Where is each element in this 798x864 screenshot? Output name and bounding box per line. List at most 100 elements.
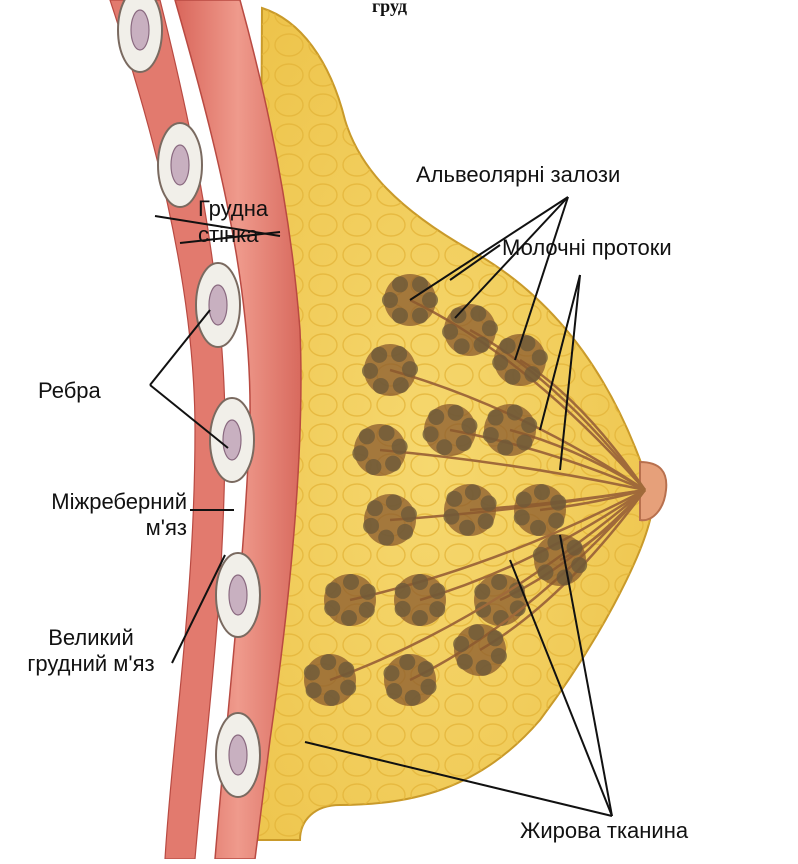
rib-marrow-3 bbox=[209, 285, 227, 325]
alveolus-9-3 bbox=[446, 491, 462, 507]
alveolus-2-4 bbox=[371, 347, 387, 363]
alveolus-14-2 bbox=[324, 690, 340, 706]
alveolus-11-6 bbox=[324, 600, 340, 616]
alveolus-1-4 bbox=[382, 292, 398, 308]
alveolus-11-1 bbox=[325, 582, 341, 598]
alveolus-1-1 bbox=[422, 292, 438, 308]
alveolus-11-4 bbox=[359, 602, 375, 618]
alveolus-9-2 bbox=[443, 509, 459, 525]
alveolus-7-2 bbox=[516, 434, 532, 450]
alveolus-10-2 bbox=[516, 492, 532, 508]
label-milk-ducts: Молочні протоки bbox=[502, 235, 672, 261]
alveolus-6-3 bbox=[456, 435, 472, 451]
alveolus-15-2 bbox=[386, 683, 402, 699]
alveolus-5-4 bbox=[385, 456, 401, 472]
alveolus-9-6 bbox=[478, 513, 494, 529]
label-chest-wall-line1: Грудна bbox=[198, 196, 268, 222]
rib-marrow-2 bbox=[171, 145, 189, 185]
alveolus-11-5 bbox=[341, 610, 357, 626]
alveolus-7-6 bbox=[507, 405, 523, 421]
alveolus-3-6 bbox=[474, 337, 490, 353]
rib-marrow-4 bbox=[223, 420, 241, 460]
label-ribs: Ребра bbox=[38, 378, 101, 404]
label-intercostal: Міжреберний м'яз bbox=[12, 489, 187, 541]
alveolus-6-6 bbox=[428, 409, 444, 425]
alveolus-2-1 bbox=[393, 377, 409, 393]
alveolus-10-4 bbox=[550, 495, 566, 511]
alveolus-12-3 bbox=[429, 601, 445, 617]
alveolus-14-4 bbox=[304, 664, 320, 680]
alveolus-8-4 bbox=[367, 500, 383, 516]
alveolus-11-3 bbox=[360, 584, 376, 600]
label-pectoralis-line2: грудний м'яз bbox=[12, 651, 170, 677]
alveolus-6-1 bbox=[448, 405, 464, 421]
alveolus-4-2 bbox=[500, 338, 516, 354]
label-intercostal-line1: Міжреберний bbox=[12, 489, 187, 515]
alveolus-11-2 bbox=[343, 574, 359, 590]
alveolus-15-3 bbox=[383, 665, 399, 681]
alveolus-17-4 bbox=[571, 557, 587, 573]
alveolus-16-5 bbox=[491, 648, 507, 664]
alveolus-10-5 bbox=[548, 512, 564, 528]
alveolus-3-1 bbox=[454, 338, 470, 354]
alveolus-14-5 bbox=[320, 654, 336, 670]
label-alveolar-glands-text: Альвеолярні залози bbox=[416, 162, 620, 188]
alveolus-12-5 bbox=[395, 601, 411, 617]
alveolus-3-5 bbox=[482, 320, 498, 336]
label-milk-ducts-text: Молочні протоки bbox=[502, 235, 672, 261]
alveolus-1-2 bbox=[412, 308, 428, 324]
label-fat-tissue-text: Жирова тканина bbox=[520, 818, 688, 844]
alveolus-16-6 bbox=[476, 660, 492, 676]
alveolus-17-3 bbox=[567, 540, 583, 556]
alveolus-9-1 bbox=[459, 520, 475, 536]
alveolus-15-5 bbox=[418, 661, 434, 677]
alveolus-8-6 bbox=[401, 506, 417, 522]
alveolus-9-5 bbox=[481, 495, 497, 511]
alveolus-4-6 bbox=[505, 369, 521, 385]
alveolus-2-2 bbox=[373, 378, 389, 394]
alveolus-1-3 bbox=[392, 308, 408, 324]
label-chest-wall: Грудна стінка bbox=[198, 196, 268, 248]
alveolus-7-4 bbox=[483, 427, 499, 443]
alveolus-17-5 bbox=[557, 570, 573, 586]
rib-marrow-6 bbox=[229, 735, 247, 775]
alveolus-4-1 bbox=[492, 355, 508, 371]
alveolus-17-6 bbox=[537, 564, 553, 580]
alveolus-4-4 bbox=[532, 349, 548, 365]
alveolus-15-1 bbox=[405, 690, 421, 706]
alveolus-9-4 bbox=[465, 484, 481, 500]
alveolus-5-1 bbox=[359, 428, 375, 444]
alveolus-12-1 bbox=[412, 574, 428, 590]
alveolus-13-6 bbox=[491, 574, 507, 590]
alveolus-12-2 bbox=[429, 583, 445, 599]
rib-marrow-5 bbox=[229, 575, 247, 615]
alveolus-8-2 bbox=[378, 530, 394, 546]
alveolus-6-4 bbox=[436, 439, 452, 455]
alveolus-2-5 bbox=[391, 346, 407, 362]
label-chest-wall-line2: стінка bbox=[198, 222, 268, 248]
label-alveolar-glands: Альвеолярні залози bbox=[416, 162, 620, 188]
alveolus-14-1 bbox=[340, 680, 356, 696]
alveolus-2-6 bbox=[402, 361, 418, 377]
alveolus-7-5 bbox=[488, 410, 504, 426]
alveolus-4-5 bbox=[524, 366, 540, 382]
alveolus-8-1 bbox=[397, 524, 413, 540]
alveolus-5-6 bbox=[352, 445, 368, 461]
alveolus-8-3 bbox=[363, 518, 379, 534]
alveolus-16-2 bbox=[453, 636, 469, 652]
alveolus-3-2 bbox=[442, 324, 458, 340]
alveolus-16-1 bbox=[457, 654, 473, 670]
alveolus-16-3 bbox=[468, 624, 484, 640]
alveolus-10-1 bbox=[514, 509, 530, 525]
alveolus-3-4 bbox=[470, 306, 486, 322]
rib-marrow-1 bbox=[131, 10, 149, 50]
alveolus-6-2 bbox=[461, 418, 477, 434]
alveolus-12-4 bbox=[412, 610, 428, 626]
alveolus-1-5 bbox=[392, 276, 408, 292]
label-fat-tissue: Жирова тканина bbox=[520, 818, 688, 844]
alveolus-5-2 bbox=[379, 425, 395, 441]
alveolus-15-6 bbox=[421, 679, 437, 695]
alveolus-2-3 bbox=[362, 363, 378, 379]
